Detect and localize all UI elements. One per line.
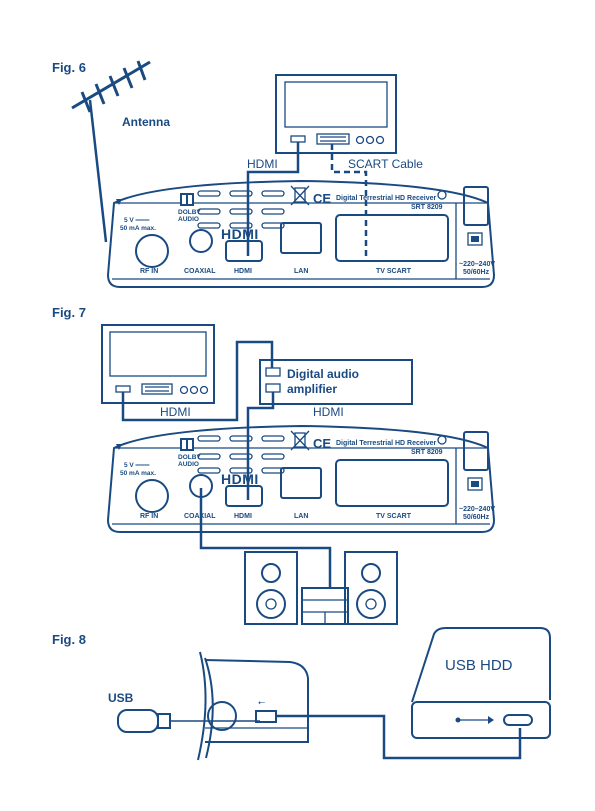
dolby-label: DOLBY bbox=[178, 454, 201, 461]
hdmi-label: HDMI bbox=[247, 157, 278, 171]
port-tv-scart: TV SCART bbox=[376, 268, 412, 275]
usb-hdd-label: USB HDD bbox=[445, 657, 513, 674]
power-spec: 5 V ═══ bbox=[124, 217, 150, 224]
port-tv-scart: TV SCART bbox=[376, 513, 412, 520]
fig6-title: Fig. 6 bbox=[52, 60, 86, 75]
amplifier-label-line1: Digital audio bbox=[287, 367, 359, 381]
usb-hdd-icon bbox=[411, 627, 551, 739]
amplifier-label-line2: amplifier bbox=[287, 382, 337, 396]
hdmi-logo: HDMI bbox=[221, 471, 259, 487]
usb-cable bbox=[276, 714, 522, 760]
dolby-audio-label: AUDIO bbox=[178, 216, 199, 223]
receiver-fig6: 5 V ═══ 50 mA max. DOLBY AUDIO HDMI CE D… bbox=[107, 180, 495, 288]
port-coaxial: COAXIAL bbox=[184, 268, 216, 275]
scart-cable-label: SCART Cable bbox=[348, 157, 423, 171]
antenna-icon bbox=[71, 60, 151, 243]
current-spec: 50 mA max. bbox=[120, 225, 156, 232]
port-lan: LAN bbox=[294, 268, 308, 275]
port-rf-in: RF IN bbox=[140, 513, 158, 520]
model-line2: SRT 8209 bbox=[411, 204, 443, 211]
current-spec: 50 mA max. bbox=[120, 470, 156, 477]
hdmi-right-label: HDMI bbox=[313, 405, 344, 419]
receiver-side-view: ⭠ bbox=[197, 651, 309, 761]
voltage-label: ~220–240V bbox=[459, 506, 495, 513]
model-line2: SRT 8209 bbox=[411, 449, 443, 456]
antenna-label: Antenna bbox=[122, 115, 170, 129]
speaker-icon bbox=[244, 551, 298, 625]
port-hdmi: HDMI bbox=[234, 513, 252, 520]
stereo-unit-icon bbox=[301, 587, 349, 625]
model-line1: Digital Terrestrial HD Receiver bbox=[336, 195, 437, 202]
frequency-label: 50/60Hz bbox=[463, 514, 490, 521]
port-hdmi: HDMI bbox=[234, 268, 252, 275]
coaxial-cable bbox=[199, 488, 332, 588]
port-rf-in: RF IN bbox=[140, 268, 158, 275]
tv-icon bbox=[275, 74, 397, 154]
fig7-title: Fig. 7 bbox=[52, 305, 86, 320]
dolby-audio-label: AUDIO bbox=[178, 461, 199, 468]
hdmi-logo: HDMI bbox=[221, 226, 259, 242]
port-lan: LAN bbox=[294, 513, 308, 520]
hdmi-cable-tv bbox=[121, 340, 274, 422]
usb-stick-icon bbox=[117, 709, 171, 733]
model-line1: Digital Terrestrial HD Receiver bbox=[336, 440, 437, 447]
ce-mark: CE bbox=[313, 436, 331, 451]
dolby-label: DOLBY bbox=[178, 209, 201, 216]
voltage-label: ~220–240V bbox=[459, 261, 495, 268]
frequency-label: 50/60Hz bbox=[463, 269, 490, 276]
hdmi-left-label: HDMI bbox=[160, 405, 191, 419]
ce-mark: CE bbox=[313, 191, 331, 206]
usb-label: USB bbox=[108, 691, 134, 705]
tv-icon bbox=[101, 324, 215, 404]
fig8-title: Fig. 8 bbox=[52, 632, 86, 647]
usb-port-icon: ⭠ bbox=[258, 698, 265, 708]
power-spec: 5 V ═══ bbox=[124, 462, 150, 469]
speaker-icon bbox=[344, 551, 398, 625]
receiver-fig7: 5 V ═══ 50 mA max. DOLBY AUDIO HDMI CE D… bbox=[107, 425, 495, 533]
